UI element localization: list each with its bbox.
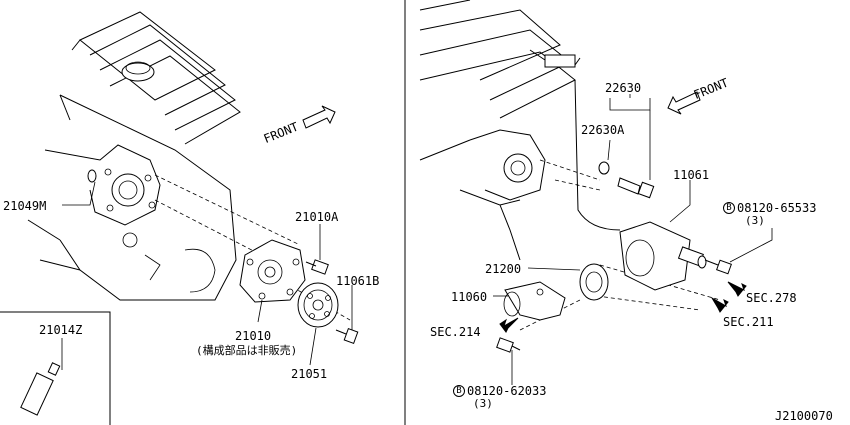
front-arrow-right — [667, 91, 701, 115]
thermostat-housing-11061 — [619, 221, 707, 291]
callout-sec211: SEC.211 — [723, 315, 774, 329]
callout-22630a: 22630A — [581, 123, 625, 137]
bolt-21010a — [305, 259, 329, 275]
callout-21049m: 21049M — [3, 199, 47, 213]
bolt-08120-62033 — [496, 337, 521, 353]
callout-21010a: 21010A — [295, 210, 339, 224]
bolt-11061b — [335, 328, 359, 344]
callout-11061: 11061 — [673, 168, 710, 182]
bolt-symbol-lower: B — [453, 385, 465, 397]
callout-21010: 21010 — [235, 329, 272, 343]
left-engine-block — [27, 11, 241, 301]
diagram-id: J2100070 — [775, 409, 833, 423]
callout-11060: 11060 — [451, 290, 488, 304]
thermostat-21200 — [579, 263, 609, 301]
washer-22630a — [598, 161, 610, 175]
front-arrow-left — [302, 105, 336, 129]
water-pump-21010 — [239, 239, 306, 303]
o-ring-21049m — [87, 169, 97, 183]
callout-bolt-upper: 08120-65533 — [737, 201, 817, 215]
callout-bolt-lower: 08120-62033 — [467, 384, 547, 398]
thermo-sensor-22630 — [617, 177, 655, 199]
pulley-21051 — [297, 282, 339, 328]
sec211-arrow — [710, 296, 729, 313]
sec214-arrow — [499, 317, 519, 333]
bolt-symbol-upper: B — [723, 202, 735, 214]
callout-22630: 22630 — [605, 81, 642, 95]
callout-21010-note: (構成部品は非販売) — [196, 344, 298, 357]
callout-21051: 21051 — [291, 367, 328, 381]
right-engine-block — [419, 0, 621, 261]
callout-sec214: SEC.214 — [430, 325, 481, 339]
callout-bolt-upper-qty: (3) — [745, 214, 765, 227]
callout-11061b: 11061B — [336, 274, 380, 288]
sealant-tube-21014z — [20, 338, 63, 416]
callout-21200: 21200 — [485, 262, 522, 276]
callout-bolt-lower-qty: (3) — [473, 397, 493, 410]
sec278-arrow — [727, 281, 747, 297]
water-inlet-11060 — [503, 281, 566, 321]
bolt-08120-65533 — [704, 259, 732, 275]
callout-sec278: SEC.278 — [746, 291, 797, 305]
callout-21014z: 21014Z — [39, 323, 83, 337]
